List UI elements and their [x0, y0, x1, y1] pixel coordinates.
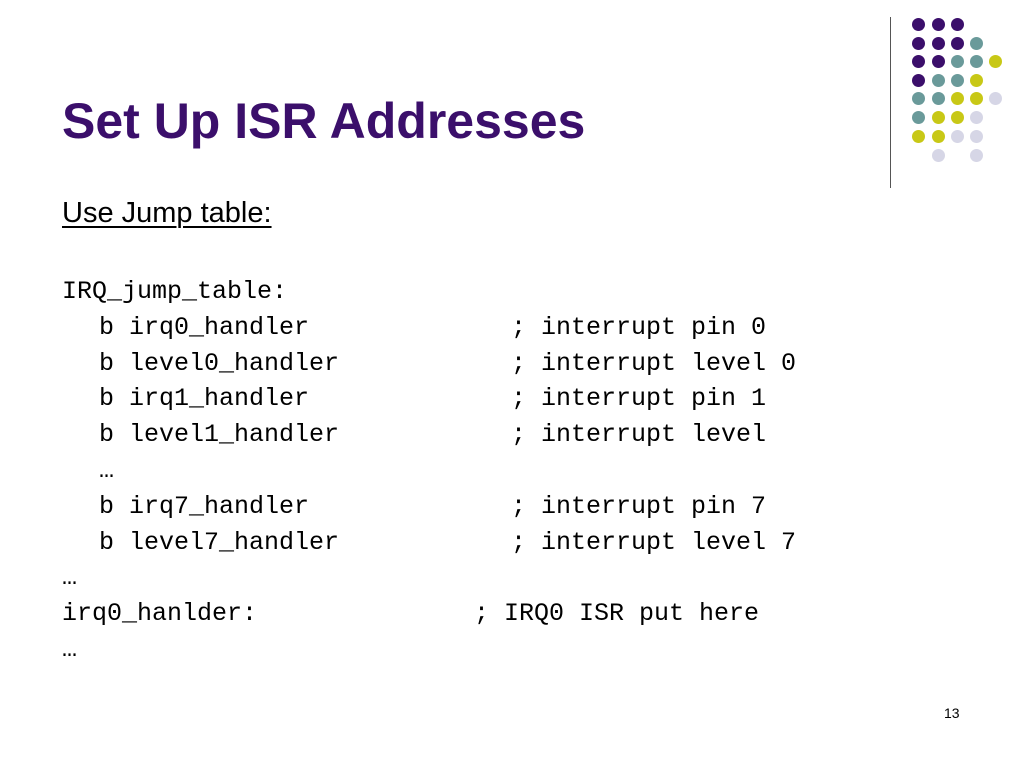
code-comment: ; interrupt level 0 — [511, 348, 797, 378]
decorative-dot — [931, 73, 945, 87]
code-comment: ; IRQ0 ISR put here — [474, 599, 760, 629]
decorative-dot — [931, 17, 945, 31]
decorative-dot — [988, 54, 1002, 68]
decorative-dot — [931, 91, 945, 105]
slide-subheading: Use Jump table: — [62, 197, 272, 229]
decorative-dot — [969, 148, 983, 162]
decorative-dot — [950, 110, 964, 124]
code-comment: ; interrupt level — [511, 420, 767, 450]
decorative-dot — [950, 54, 964, 68]
decorative-divider-line — [890, 17, 891, 188]
code-line: … — [62, 632, 796, 668]
decorative-dot — [969, 36, 983, 50]
decorative-dot — [911, 110, 925, 124]
code-line: b level7_handler ; interrupt level 7 — [62, 525, 796, 561]
code-line: IRQ_jump_table: — [62, 274, 796, 310]
decorative-dot — [931, 148, 945, 162]
code-instruction: … — [62, 634, 78, 664]
code-comment: ; interrupt level 7 — [511, 527, 797, 557]
code-instruction: irq0_hanlder: — [62, 599, 258, 629]
code-instruction: … — [99, 455, 115, 485]
decorative-dot — [950, 129, 964, 143]
code-instruction: b irq1_handler — [99, 384, 310, 414]
code-line: b irq0_handler ; interrupt pin 0 — [62, 310, 796, 346]
code-instruction: b level1_handler — [99, 420, 340, 450]
decorative-dot — [969, 91, 983, 105]
code-comment: ; interrupt pin 0 — [511, 312, 767, 342]
code-line: … — [62, 560, 796, 596]
decorative-dot — [950, 36, 964, 50]
code-instruction: b irq0_handler — [99, 312, 310, 342]
decorative-dot — [950, 73, 964, 87]
decorative-dot — [969, 129, 983, 143]
code-instruction: b level7_handler — [99, 527, 340, 557]
code-instruction: b level0_handler — [99, 348, 340, 378]
decorative-dot — [969, 110, 983, 124]
code-line: b irq7_handler ; interrupt pin 7 — [62, 489, 796, 525]
code-listing: IRQ_jump_table:b irq0_handler ; interrupt… — [62, 274, 796, 668]
page-number: 13 — [944, 705, 960, 721]
decorative-dot — [911, 129, 925, 143]
code-instruction: … — [62, 563, 78, 593]
code-line: … — [62, 453, 796, 489]
code-line: b irq1_handler ; interrupt pin 1 — [62, 381, 796, 417]
code-line: b level0_handler ; interrupt level 0 — [62, 346, 796, 382]
decorative-dot — [911, 17, 925, 31]
decorative-dot — [911, 36, 925, 50]
decorative-dot — [950, 17, 964, 31]
decorative-dot — [911, 54, 925, 68]
decorative-dot — [969, 54, 983, 68]
decorative-dot — [931, 110, 945, 124]
code-comment: ; interrupt pin 7 — [511, 491, 767, 521]
code-line: irq0_hanlder: ; IRQ0 ISR put here — [62, 596, 796, 632]
code-instruction: b irq7_handler — [99, 491, 310, 521]
code-comment: ; interrupt pin 1 — [511, 384, 767, 414]
slide-title: Set Up ISR Addresses — [62, 93, 586, 149]
code-line: b level1_handler ; interrupt level — [62, 417, 796, 453]
decorative-dot — [931, 54, 945, 68]
decorative-dot — [950, 91, 964, 105]
decorative-dot — [988, 91, 1002, 105]
decorative-dot — [911, 91, 925, 105]
decorative-dot — [931, 36, 945, 50]
decorative-dot — [931, 129, 945, 143]
code-instruction: IRQ_jump_table: — [62, 277, 288, 306]
decorative-dot — [911, 73, 925, 87]
decorative-dot — [969, 73, 983, 87]
